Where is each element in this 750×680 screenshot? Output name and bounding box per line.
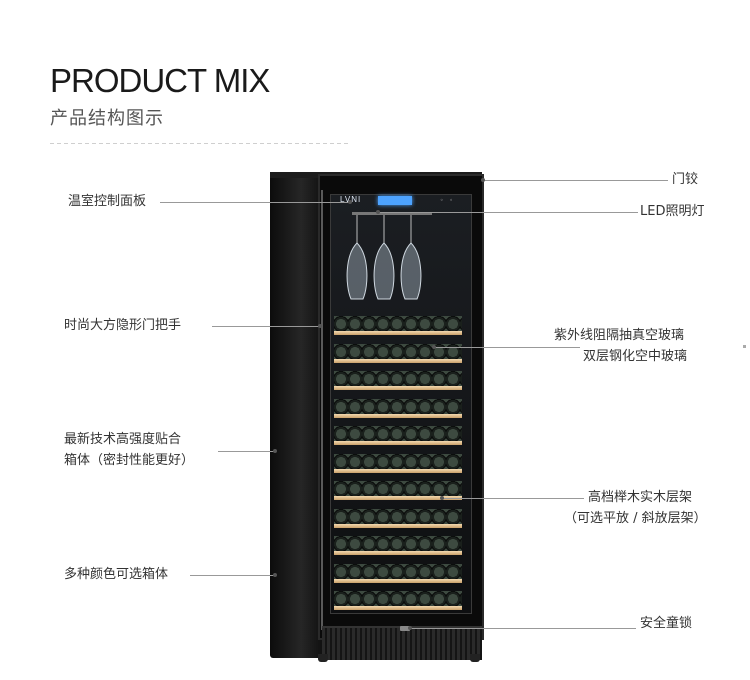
callout-cabinet-line2: 箱体（密封性能更好）: [64, 453, 195, 468]
callout-dot: [318, 324, 322, 328]
bottle-row: [334, 316, 462, 331]
glass-rack: [352, 212, 432, 215]
callout-dot: [376, 210, 380, 214]
callout-dot: [432, 345, 436, 349]
callout-uv-glass: 紫外线阻隔抽真空玻璃: [554, 328, 685, 343]
callout-child-lock: 安全童锁: [640, 616, 693, 631]
callout-cabinet-line1: 最新技术高强度贴合: [64, 432, 182, 447]
wooden-shelf: [334, 413, 462, 418]
cabinet-foot: [318, 654, 328, 662]
bottle-row: [334, 536, 462, 551]
callout-dot: [273, 449, 277, 453]
bottle-row: [334, 591, 462, 606]
edge-mark: [743, 345, 746, 348]
wine-glass-icon: [373, 215, 395, 300]
callout-shelf-option: （可选平放 / 斜放层架）: [564, 511, 707, 526]
callout-line: [160, 202, 350, 203]
child-lock-icon: [400, 626, 410, 631]
callout-line: [434, 347, 580, 348]
brand-logo: LVNI: [340, 195, 361, 204]
callout-hinge: 门铰: [672, 172, 699, 187]
bottle-row: [334, 398, 462, 414]
callout-dot: [408, 626, 412, 630]
callout-dot: [273, 573, 277, 577]
callout-door-handle: 时尚大方隐形门把手: [64, 318, 182, 333]
callout-line: [378, 212, 638, 213]
bottle-row: [334, 371, 462, 386]
wooden-shelf: [334, 496, 462, 500]
callout-control-panel: 温室控制面板: [68, 194, 147, 209]
bottle-row: [334, 563, 462, 579]
page-subtitle: 产品结构图示: [50, 108, 164, 129]
hidden-door-handle: [321, 190, 323, 630]
wooden-shelf: [334, 551, 462, 555]
callout-line: [218, 451, 274, 452]
bottle-row: [334, 343, 462, 359]
callout-line: [212, 326, 320, 327]
callout-line: [442, 498, 584, 499]
callout-wood-shelf: 高档榉木实木层架: [588, 490, 693, 505]
callout-dot: [348, 200, 352, 204]
callout-line: [484, 180, 668, 181]
callout-line: [410, 628, 636, 629]
bottle-row: [334, 481, 462, 496]
bottle-row: [334, 453, 462, 469]
callout-dot: [440, 496, 444, 500]
wooden-shelf: [334, 358, 462, 363]
control-display: [378, 196, 412, 205]
wooden-shelf: [334, 441, 462, 445]
callout-line: [190, 575, 274, 576]
wooden-shelf: [334, 468, 462, 473]
page-title: PRODUCT MIX: [50, 62, 270, 99]
cabinet-base-vent: [322, 626, 482, 660]
bottle-row: [334, 508, 462, 524]
cabinet-foot: [470, 654, 480, 662]
callout-tempered-glass: 双层钢化空中玻璃: [583, 349, 688, 364]
cabinet-side: [270, 174, 322, 658]
wooden-shelf: [334, 331, 462, 335]
bottle-row: [334, 426, 462, 441]
wooden-shelf: [334, 523, 462, 528]
title-divider: [50, 143, 350, 144]
callout-dot: [481, 178, 485, 182]
control-buttons: ◦ ◦: [440, 197, 455, 204]
wine-glass-icon: [346, 215, 368, 300]
callout-colors: 多种颜色可选箱体: [64, 567, 169, 582]
wooden-shelf: [334, 606, 462, 610]
wooden-shelf: [334, 386, 462, 390]
callout-led-light: LED照明灯: [640, 204, 705, 219]
wine-glass-icon: [400, 215, 422, 300]
wooden-shelf: [334, 578, 462, 583]
